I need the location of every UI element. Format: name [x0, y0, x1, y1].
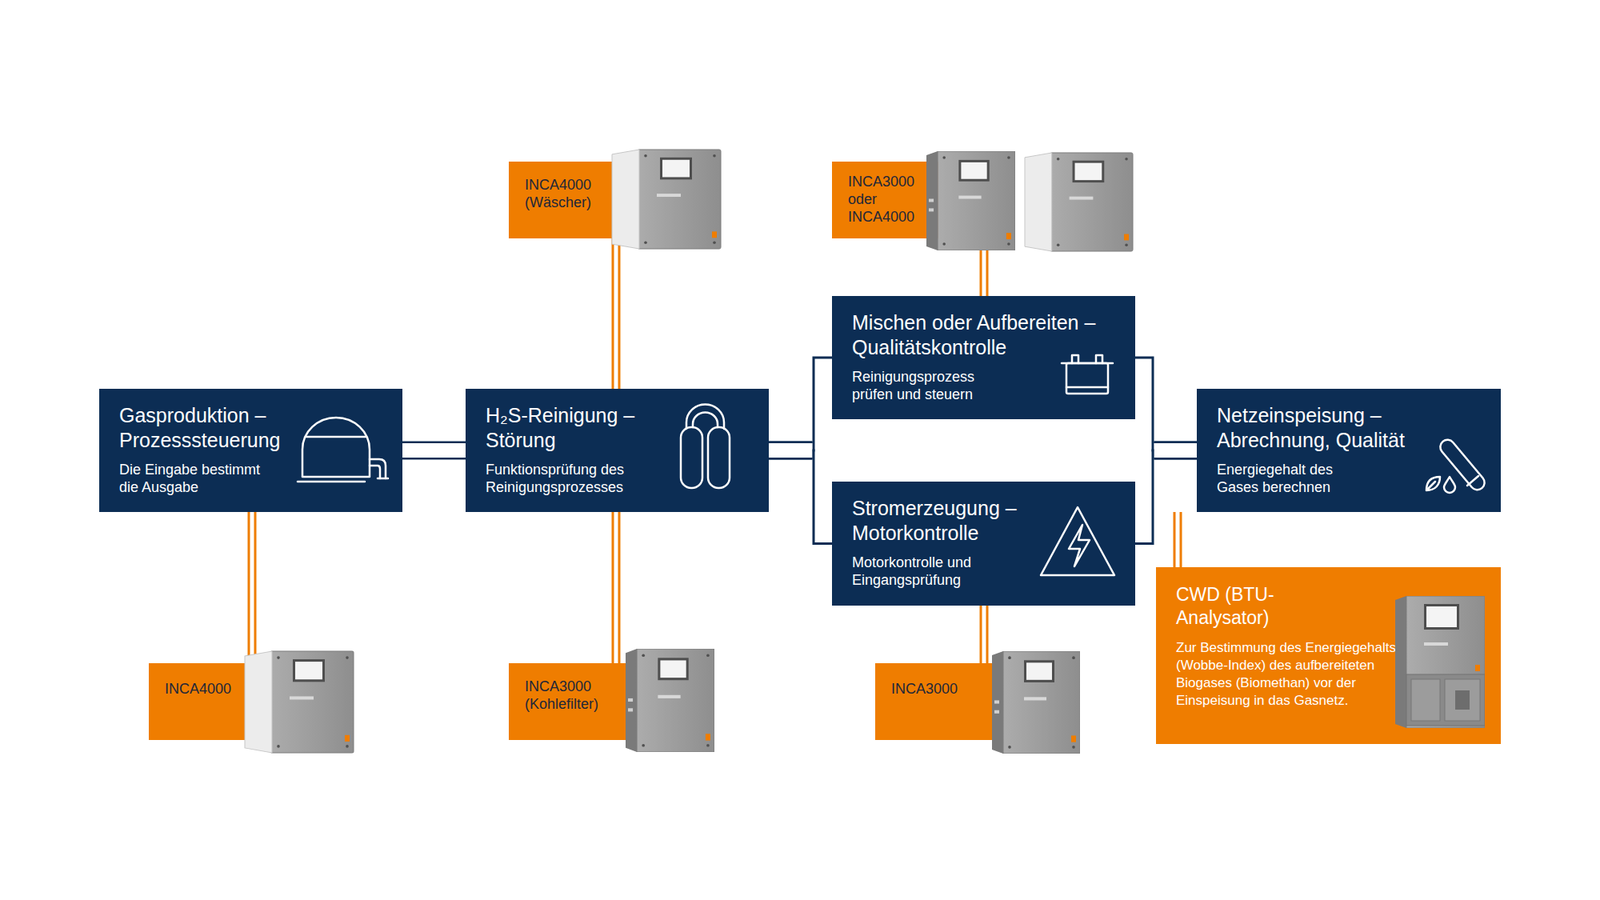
- connector: [980, 605, 988, 664]
- node-heading: Netzeinspeisung – Abrechnung, Qualität: [1216, 403, 1457, 453]
- bracket-line: [813, 450, 832, 544]
- double-line-outer: [768, 441, 813, 460]
- node-body: Reinigungsprozess prüfen und steuern: [852, 368, 1000, 404]
- process-box: Netzeinspeisung – Abrechnung, QualitätEn…: [1196, 388, 1501, 512]
- connector: [248, 512, 256, 664]
- signal-line: [980, 238, 983, 296]
- connector: [612, 238, 620, 389]
- bracket-line: [1135, 357, 1153, 451]
- node-heading: Gasproduktion – Prozesssteuerung: [119, 403, 312, 453]
- device-tag: INCA3000 oder INCA4000: [832, 161, 992, 239]
- signal-line: [618, 238, 621, 389]
- signal-line: [986, 605, 989, 664]
- double-line-outer: [1154, 441, 1198, 460]
- analyzer-cabinet: [1024, 152, 1133, 252]
- double-line-outer: [402, 441, 466, 460]
- signal-line: [1180, 512, 1183, 568]
- connector: [612, 512, 620, 664]
- signal-line: [1173, 512, 1176, 568]
- double-line-gap: [402, 443, 466, 458]
- device-label: INCA4000: [164, 680, 249, 698]
- connector: [768, 357, 832, 451]
- bracket-line: [813, 357, 832, 451]
- analyzer-cabinet: [612, 149, 721, 249]
- node-body: Funktionsprüfung des Reinigungsprozesses: [485, 460, 654, 496]
- node-body: Die Eingabe bestimmt die Ausgabe: [119, 460, 276, 496]
- analyzer-box: CWD (BTU-Analysator) Zur Bestimmung des E…: [1156, 567, 1501, 744]
- process-box: H₂S-Reinigung – StörungFunktionsprüfung …: [465, 388, 769, 512]
- double-line-gap: [1154, 443, 1198, 458]
- double-line-gap: [768, 443, 813, 458]
- device-tag: INCA3000: [875, 663, 995, 740]
- signal-line: [254, 512, 257, 664]
- node-heading: Stromerzeugung – Motorkontrolle: [852, 496, 1044, 546]
- node-heading: H₂S-Reinigung – Störung: [485, 403, 666, 453]
- double-line-outer: [1154, 441, 1198, 460]
- device-image: [992, 651, 1080, 754]
- connector: [1174, 512, 1181, 568]
- device-tag: INCA4000 (Wäscher): [508, 161, 625, 239]
- process-box: Mischen oder Aufbereiten – Qualitätskont…: [832, 296, 1136, 420]
- analyzer-cabinet: [992, 651, 1080, 754]
- signal-line: [612, 238, 615, 389]
- signal-line: [986, 238, 989, 296]
- connector: [402, 450, 466, 452]
- device-label: INCA4000 (Wäscher): [524, 176, 605, 212]
- double-line-gap: [768, 443, 813, 458]
- node-heading: Mischen oder Aufbereiten – Qualitätskont…: [852, 310, 1128, 360]
- device-tag: INCA3000 (Kohlefilter): [508, 663, 628, 740]
- device-label: INCA3000 (Kohlefilter): [524, 677, 620, 713]
- signal-line: [248, 512, 251, 664]
- process-box: Gasproduktion – ProzesssteuerungDie Eing…: [99, 388, 403, 512]
- connector: [768, 450, 832, 544]
- connector: [1135, 450, 1197, 544]
- device-image: [625, 648, 715, 752]
- device-label: INCA3000: [891, 680, 984, 698]
- node-body: Energiegehalt des Gases berechnen: [1216, 460, 1353, 496]
- bracket-line: [1135, 450, 1153, 544]
- connector: [980, 238, 988, 296]
- device-tag: INCA4000: [148, 663, 256, 740]
- node-body: Zur Bestimmung des Energiegehalts (Wobbe…: [1176, 639, 1399, 710]
- signal-line: [980, 605, 983, 664]
- device-image: [244, 651, 354, 753]
- device-image: [1024, 152, 1133, 252]
- node-body: Motorkontrolle und Eingangsprüfung: [852, 553, 1004, 589]
- device-image: [612, 149, 721, 249]
- device-label: INCA3000 oder INCA4000: [848, 172, 924, 226]
- analyzer-cabinet: [625, 648, 715, 752]
- connector: [1135, 357, 1197, 451]
- node-heading: CWD (BTU-Analysator): [1176, 583, 1344, 630]
- signal-line: [618, 512, 621, 664]
- double-line-gap: [1154, 443, 1198, 458]
- double-line-outer: [768, 441, 813, 460]
- signal-line: [612, 512, 615, 664]
- analyzer-cabinet: [244, 651, 354, 753]
- process-box: Stromerzeugung – MotorkontrolleMotorkont…: [832, 481, 1136, 606]
